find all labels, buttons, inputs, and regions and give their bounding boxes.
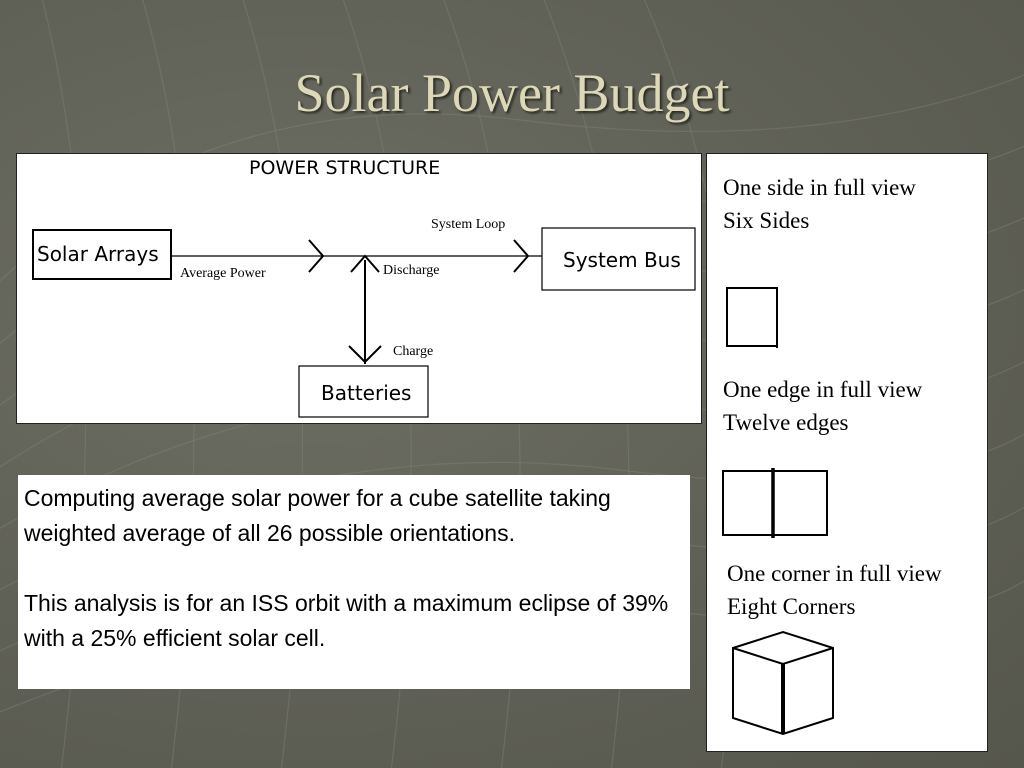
two-faces-icon [722, 468, 828, 538]
corner-view-caption: One corner in full view [727, 561, 942, 586]
batteries-box [298, 365, 429, 418]
diagram-heading: POWER STRUCTURE [249, 157, 440, 179]
description-box: Computing average solar power for a cube… [18, 475, 690, 689]
orientation-views-panel: One side in full view Six Sides One edge… [706, 153, 988, 752]
discharge-arrow [350, 254, 380, 273]
edge-count-caption: Twelve edges [723, 410, 849, 435]
cube-corner-icon [732, 630, 834, 736]
system-bus-box [541, 227, 696, 291]
discharge-label: Discharge [383, 263, 440, 278]
system-bus-label: System Bus [563, 248, 681, 272]
charge-label: Charge [393, 344, 433, 359]
square-face-icon [726, 287, 778, 348]
description-paragraph-orbit: This analysis is for an ISS orbit with a… [24, 590, 669, 651]
diagram-canvas: POWER STRUCTURE Solar Arrays System Bus … [32, 157, 696, 418]
description-paragraph-orientations: Computing average solar power for a cube… [24, 485, 611, 546]
corner-count-caption: Eight Corners [727, 594, 856, 619]
solar-arrays-label: Solar Arrays [37, 242, 159, 266]
side-count-caption: Six Sides [723, 208, 810, 233]
side-view-caption: One side in full view [723, 175, 916, 200]
power-structure-diagram: POWER STRUCTURE Solar Arrays System Bus … [16, 153, 702, 424]
average-power-arrow [308, 239, 325, 273]
average-power-label: Average Power [180, 266, 266, 281]
slide-title: Solar Power Budget [294, 63, 730, 123]
system-loop-arrow [513, 239, 530, 273]
batteries-label: Batteries [321, 381, 411, 405]
charge-arrow [348, 345, 382, 364]
edge-view-caption: One edge in full view [723, 377, 923, 402]
solar-arrays-box [32, 229, 172, 280]
system-loop-label: System Loop [431, 217, 505, 232]
